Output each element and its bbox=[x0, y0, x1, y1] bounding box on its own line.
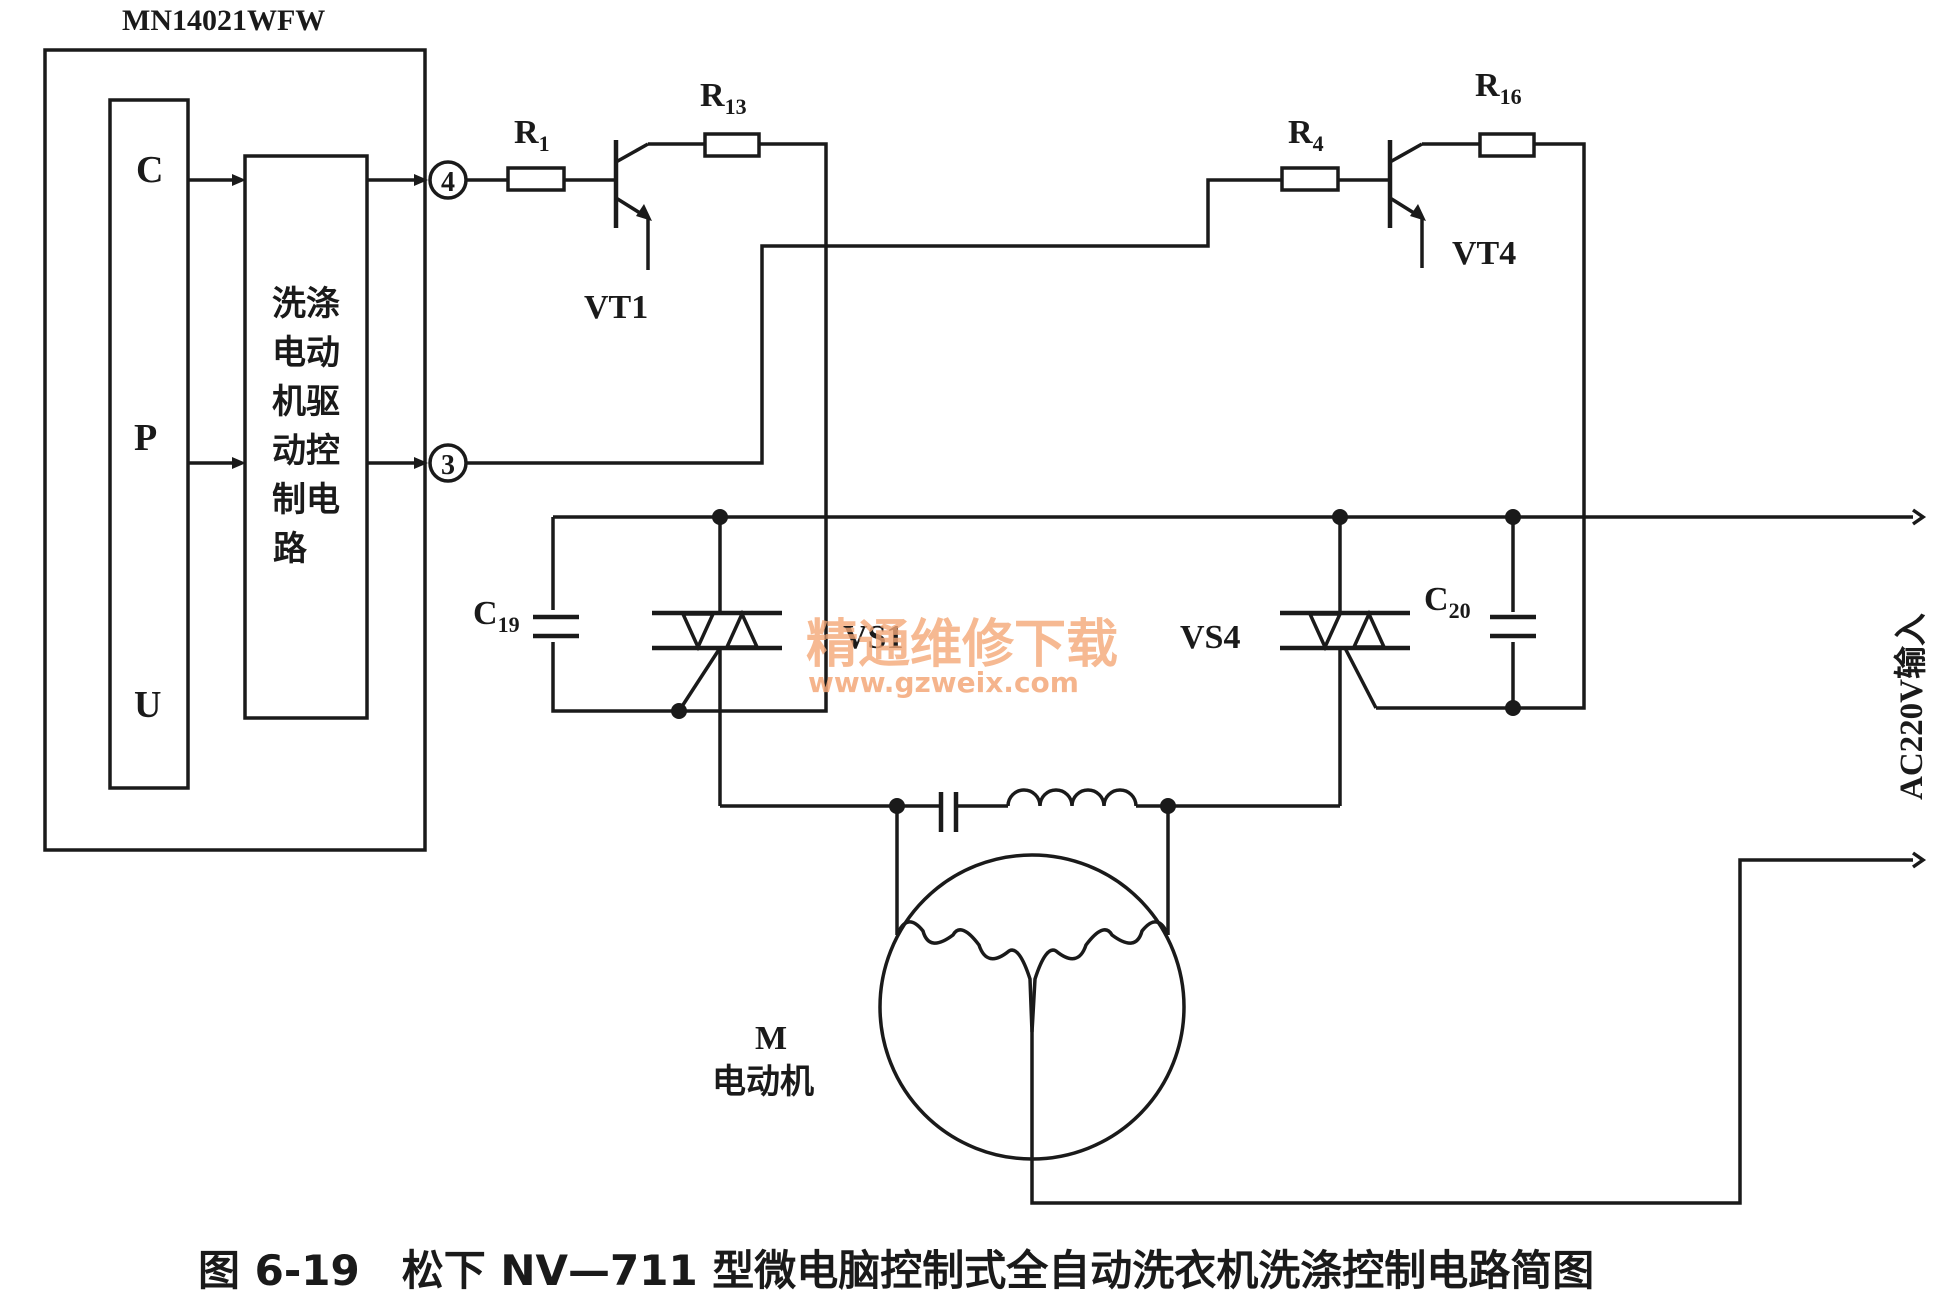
driver-line-1: 洗涤 bbox=[272, 284, 340, 324]
r13-label: R13 bbox=[700, 77, 747, 119]
r16-label: R16 bbox=[1475, 67, 1522, 109]
terminal-bottom bbox=[1911, 851, 1927, 869]
watermark-title: 精通维修下载 bbox=[806, 615, 1118, 675]
transistor-vt1 bbox=[613, 140, 705, 270]
driver-line-4: 动控 bbox=[272, 431, 340, 471]
cpu-letter-u: U bbox=[134, 684, 161, 726]
motor-symbol: M bbox=[755, 1020, 787, 1057]
wire-pin3-r4 bbox=[466, 178, 1282, 465]
motor-windings bbox=[895, 920, 1170, 1159]
transistor-vt4 bbox=[1387, 140, 1480, 268]
ac-input-label: AC220V输入 bbox=[1893, 613, 1930, 800]
triac-vs1 bbox=[652, 517, 782, 806]
vt4-label: VT4 bbox=[1452, 235, 1516, 272]
resistor-r1 bbox=[506, 166, 566, 192]
driver-line-5: 制电 bbox=[272, 480, 340, 520]
driver-line-3: 机驱 bbox=[272, 382, 340, 422]
chip-outline bbox=[43, 48, 427, 852]
resistor-r4 bbox=[1280, 166, 1340, 192]
driver-to-pin-arrows bbox=[367, 174, 428, 469]
driver-block bbox=[243, 154, 369, 720]
driver-line-6: 路 bbox=[273, 529, 308, 569]
inductor-coil bbox=[1006, 788, 1138, 807]
r1-label: R1 bbox=[514, 114, 550, 156]
wire-r13-vs1-gate bbox=[679, 142, 828, 713]
chip-label: MN14021WFW bbox=[122, 4, 325, 37]
wire-c19-bottom bbox=[551, 642, 679, 713]
pin-4-label: 4 bbox=[441, 167, 455, 198]
r4-label: R4 bbox=[1288, 114, 1324, 156]
resistor-r13 bbox=[703, 132, 761, 158]
watermark-url: www.gzweix.com bbox=[808, 666, 1079, 699]
triac-vs4 bbox=[1280, 517, 1410, 806]
driver-block-label: 洗涤 电动 机驱 动控 制电 路 bbox=[272, 284, 340, 569]
c19-label: C19 bbox=[473, 595, 520, 637]
terminal-top bbox=[1911, 508, 1927, 526]
junction-dots bbox=[671, 509, 1521, 814]
wire-r16-vs4-gate bbox=[1376, 142, 1586, 710]
cpu-to-driver-arrows bbox=[188, 174, 246, 469]
vs4-label: VS4 bbox=[1180, 619, 1240, 656]
c20-label: C20 bbox=[1424, 581, 1471, 623]
cpu-box bbox=[108, 98, 190, 790]
vt1-label: VT1 bbox=[584, 289, 648, 326]
resistor-r16 bbox=[1478, 132, 1536, 158]
cpu-letter-c: C bbox=[136, 149, 163, 191]
vs1-label: VS1 bbox=[843, 619, 903, 656]
wire-motor-neutral bbox=[1030, 858, 1913, 1205]
figure-caption: 图 6-19 松下 NV—711 型微电脑控制式全自动洗衣机洗涤控制电路简图 bbox=[198, 1246, 1594, 1295]
cpu-letter-p: P bbox=[134, 417, 157, 459]
motor-name: 电动机 bbox=[712, 1062, 814, 1102]
driver-line-2: 电动 bbox=[272, 333, 340, 373]
pin-3-label: 3 bbox=[441, 450, 455, 481]
